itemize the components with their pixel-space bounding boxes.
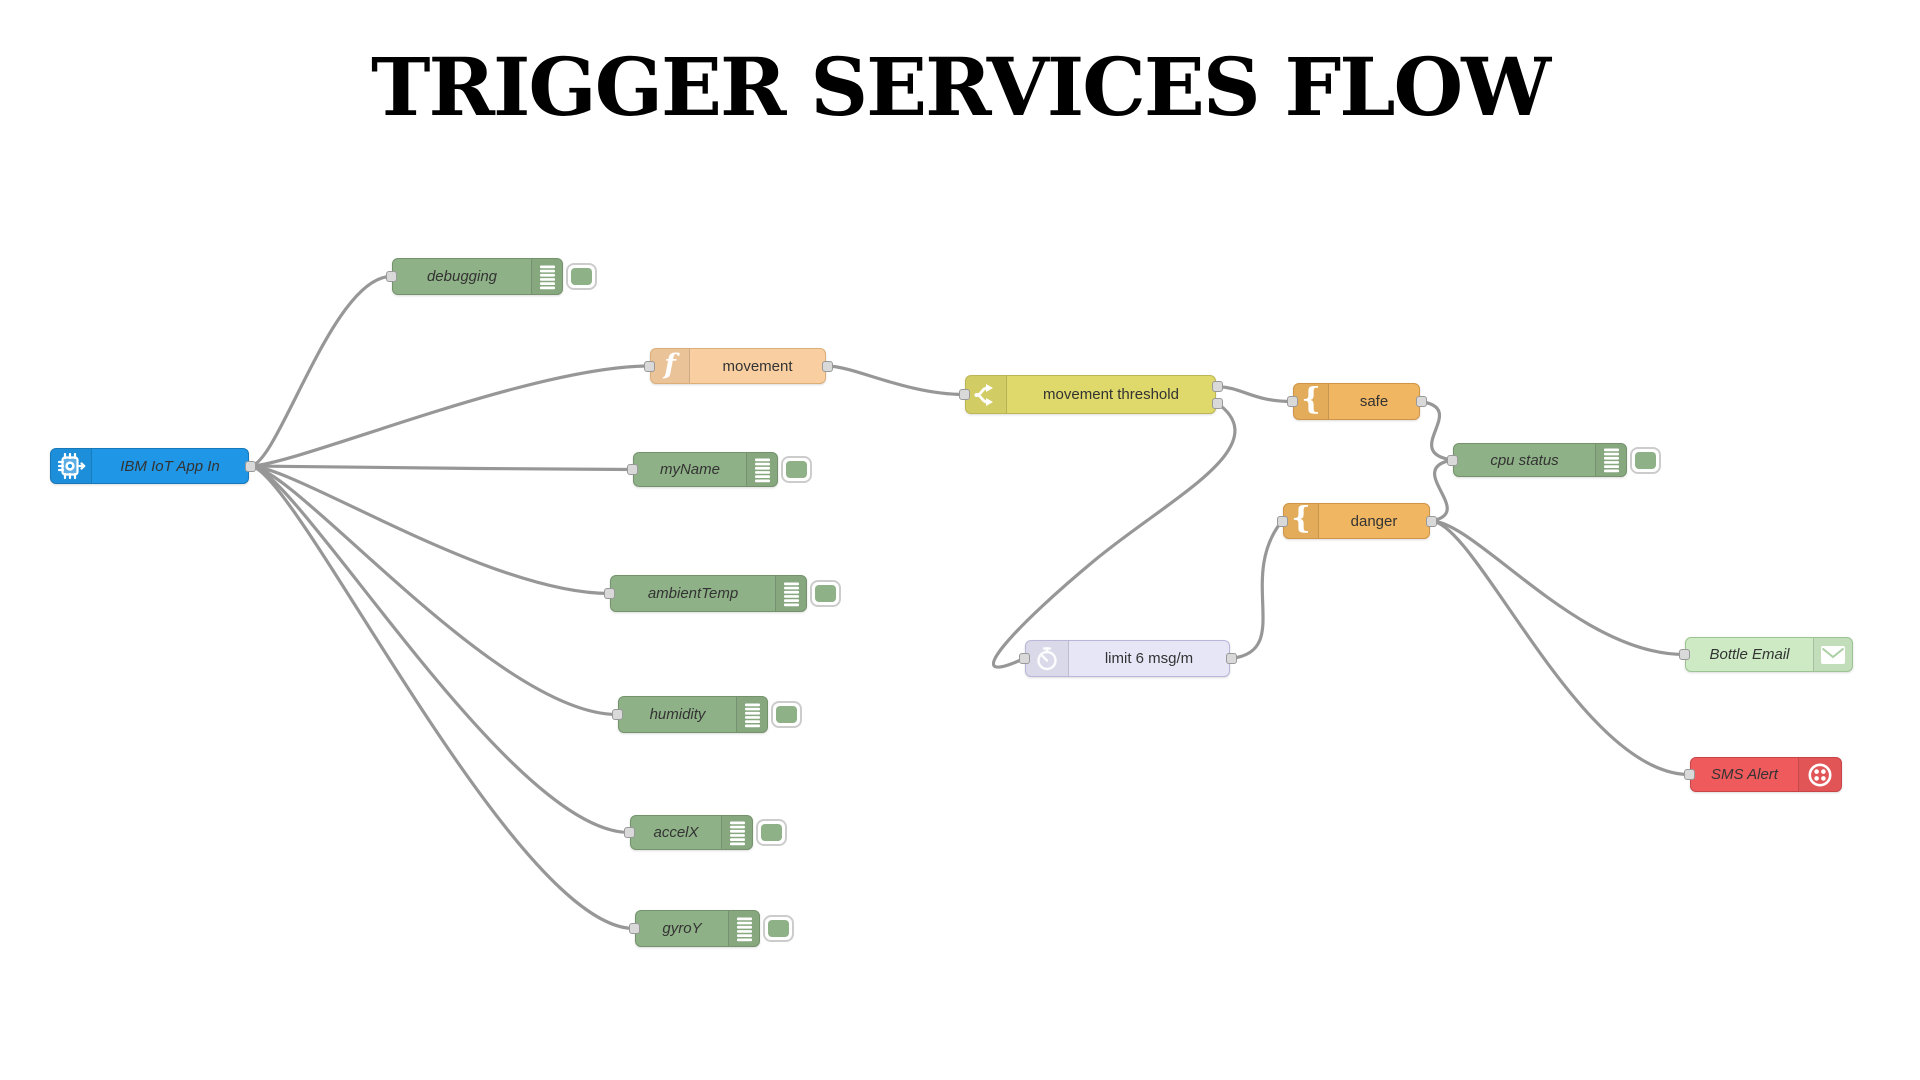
debug-toggle-button[interactable] [756,819,787,846]
curly-brace-icon: { [1284,504,1319,538]
wire-safe-to-cpu-status[interactable] [1419,399,1454,462]
node-label: SMS Alert [1711,766,1778,783]
input-port[interactable] [623,827,635,838]
node-label: debugging [426,268,498,285]
node-gyro-y[interactable]: gyroY [635,910,760,947]
node-bottle-email[interactable]: Bottle Email [1685,637,1853,672]
input-port[interactable] [1446,454,1458,466]
node-label: limit 6 msg/m [1104,650,1194,667]
debug-toggle-state [768,920,789,937]
input-port[interactable] [958,389,970,400]
wire-limit-to-danger[interactable] [1229,519,1284,661]
node-safe[interactable]: { safe [1293,383,1420,420]
output-port[interactable] [244,460,256,472]
chip-icon [51,449,92,483]
node-ibm-iot-app-in[interactable]: IBM IoT App In [50,448,249,484]
node-label: Bottle Email [1709,646,1790,663]
node-label: cpu status [1490,451,1559,469]
wire-movement-to-movement-threshold[interactable] [825,364,966,397]
node-my-name[interactable]: myName [633,452,778,487]
debug-lines-icon [736,697,767,732]
node-label: accelX [653,824,699,841]
debug-lines-icon [721,816,752,849]
node-label: movement [722,357,793,375]
wire-ibm-iot-app-in-to-gyro-y[interactable] [248,464,636,931]
wire-ibm-iot-app-in-to-my-name[interactable] [248,464,634,472]
debug-lines-icon [775,576,806,611]
output-port[interactable] [1211,397,1223,409]
input-port[interactable] [628,923,640,934]
node-label: danger [1350,512,1398,530]
curly-brace-icon: { [1294,384,1329,419]
debug-toggle-button[interactable] [763,915,794,942]
node-label: myName [659,461,720,478]
output-port[interactable] [1415,396,1427,407]
debug-lines-icon [531,259,562,294]
input-port[interactable] [603,588,615,599]
node-label: gyroY [662,920,702,937]
clock-icon [1026,641,1069,676]
input-port[interactable] [1286,396,1298,407]
debug-toggle-state [1635,451,1656,469]
node-label: safe [1359,393,1389,410]
debug-toggle-button[interactable] [781,456,812,483]
input-port[interactable] [643,360,655,372]
debug-toggle-state [761,824,782,841]
input-port[interactable] [1678,649,1690,660]
switch-branch-icon [966,376,1007,413]
wire-ibm-iot-app-in-to-movement[interactable] [248,364,651,468]
node-movement[interactable]: f movement [650,348,826,384]
node-sms-alert[interactable]: SMS Alert [1690,757,1842,792]
node-accel-x[interactable]: accelX [630,815,753,850]
input-port[interactable] [626,464,638,475]
debug-lines-icon [746,453,777,486]
output-port[interactable] [1225,653,1237,664]
output-port[interactable] [1425,515,1437,527]
node-label: IBM IoT App In [120,457,220,475]
wire-ibm-iot-app-in-to-ambient-temp[interactable] [248,464,611,596]
debug-toggle-button[interactable] [771,701,802,728]
node-label: ambientTemp [647,585,739,602]
node-debugging[interactable]: debugging [392,258,563,295]
debug-toggle-state [786,461,807,478]
node-humidity[interactable]: humidity [618,696,768,733]
wire-danger-to-bottle-email[interactable] [1429,519,1686,657]
debug-toggle-state [776,706,797,723]
debug-lines-icon [1595,444,1626,476]
node-cpu-status[interactable]: cpu status [1453,443,1627,477]
debug-toggle-state [571,268,592,285]
node-label: humidity [649,706,706,723]
wire-ibm-iot-app-in-to-humidity[interactable] [248,464,619,717]
node-label: movement threshold [1043,386,1179,403]
node-movement-threshold[interactable]: movement threshold [965,375,1216,414]
wire-movement-threshold-to-safe[interactable] [1215,385,1294,404]
wire-ibm-iot-app-in-to-accel-x[interactable] [248,464,631,835]
debug-toggle-state [815,585,836,602]
node-ambient-temp[interactable]: ambientTemp [610,575,807,612]
input-port[interactable] [1018,653,1030,664]
node-limit[interactable]: limit 6 msg/m [1025,640,1230,677]
debug-lines-icon [728,911,759,946]
input-port[interactable] [385,271,397,282]
input-port[interactable] [611,709,623,720]
envelope-icon [1813,638,1852,671]
node-danger[interactable]: { danger [1283,503,1430,539]
wire-danger-to-sms-alert[interactable] [1429,519,1691,777]
input-port[interactable] [1276,515,1288,527]
wire-ibm-iot-app-in-to-debugging[interactable] [248,274,393,468]
debug-toggle-button[interactable] [566,263,597,290]
output-port[interactable] [821,360,833,372]
wire-danger-to-cpu-status[interactable] [1429,458,1454,523]
debug-toggle-button[interactable] [1630,446,1661,474]
debug-toggle-button[interactable] [810,580,841,607]
output-port[interactable] [1211,381,1223,393]
wire-movement-threshold-to-limit[interactable] [991,401,1237,669]
flow-title: TRIGGER SERVICES FLOW [370,40,1551,134]
twilio-icon [1798,758,1841,791]
input-port[interactable] [1683,769,1695,780]
function-f-icon: f [651,349,690,383]
